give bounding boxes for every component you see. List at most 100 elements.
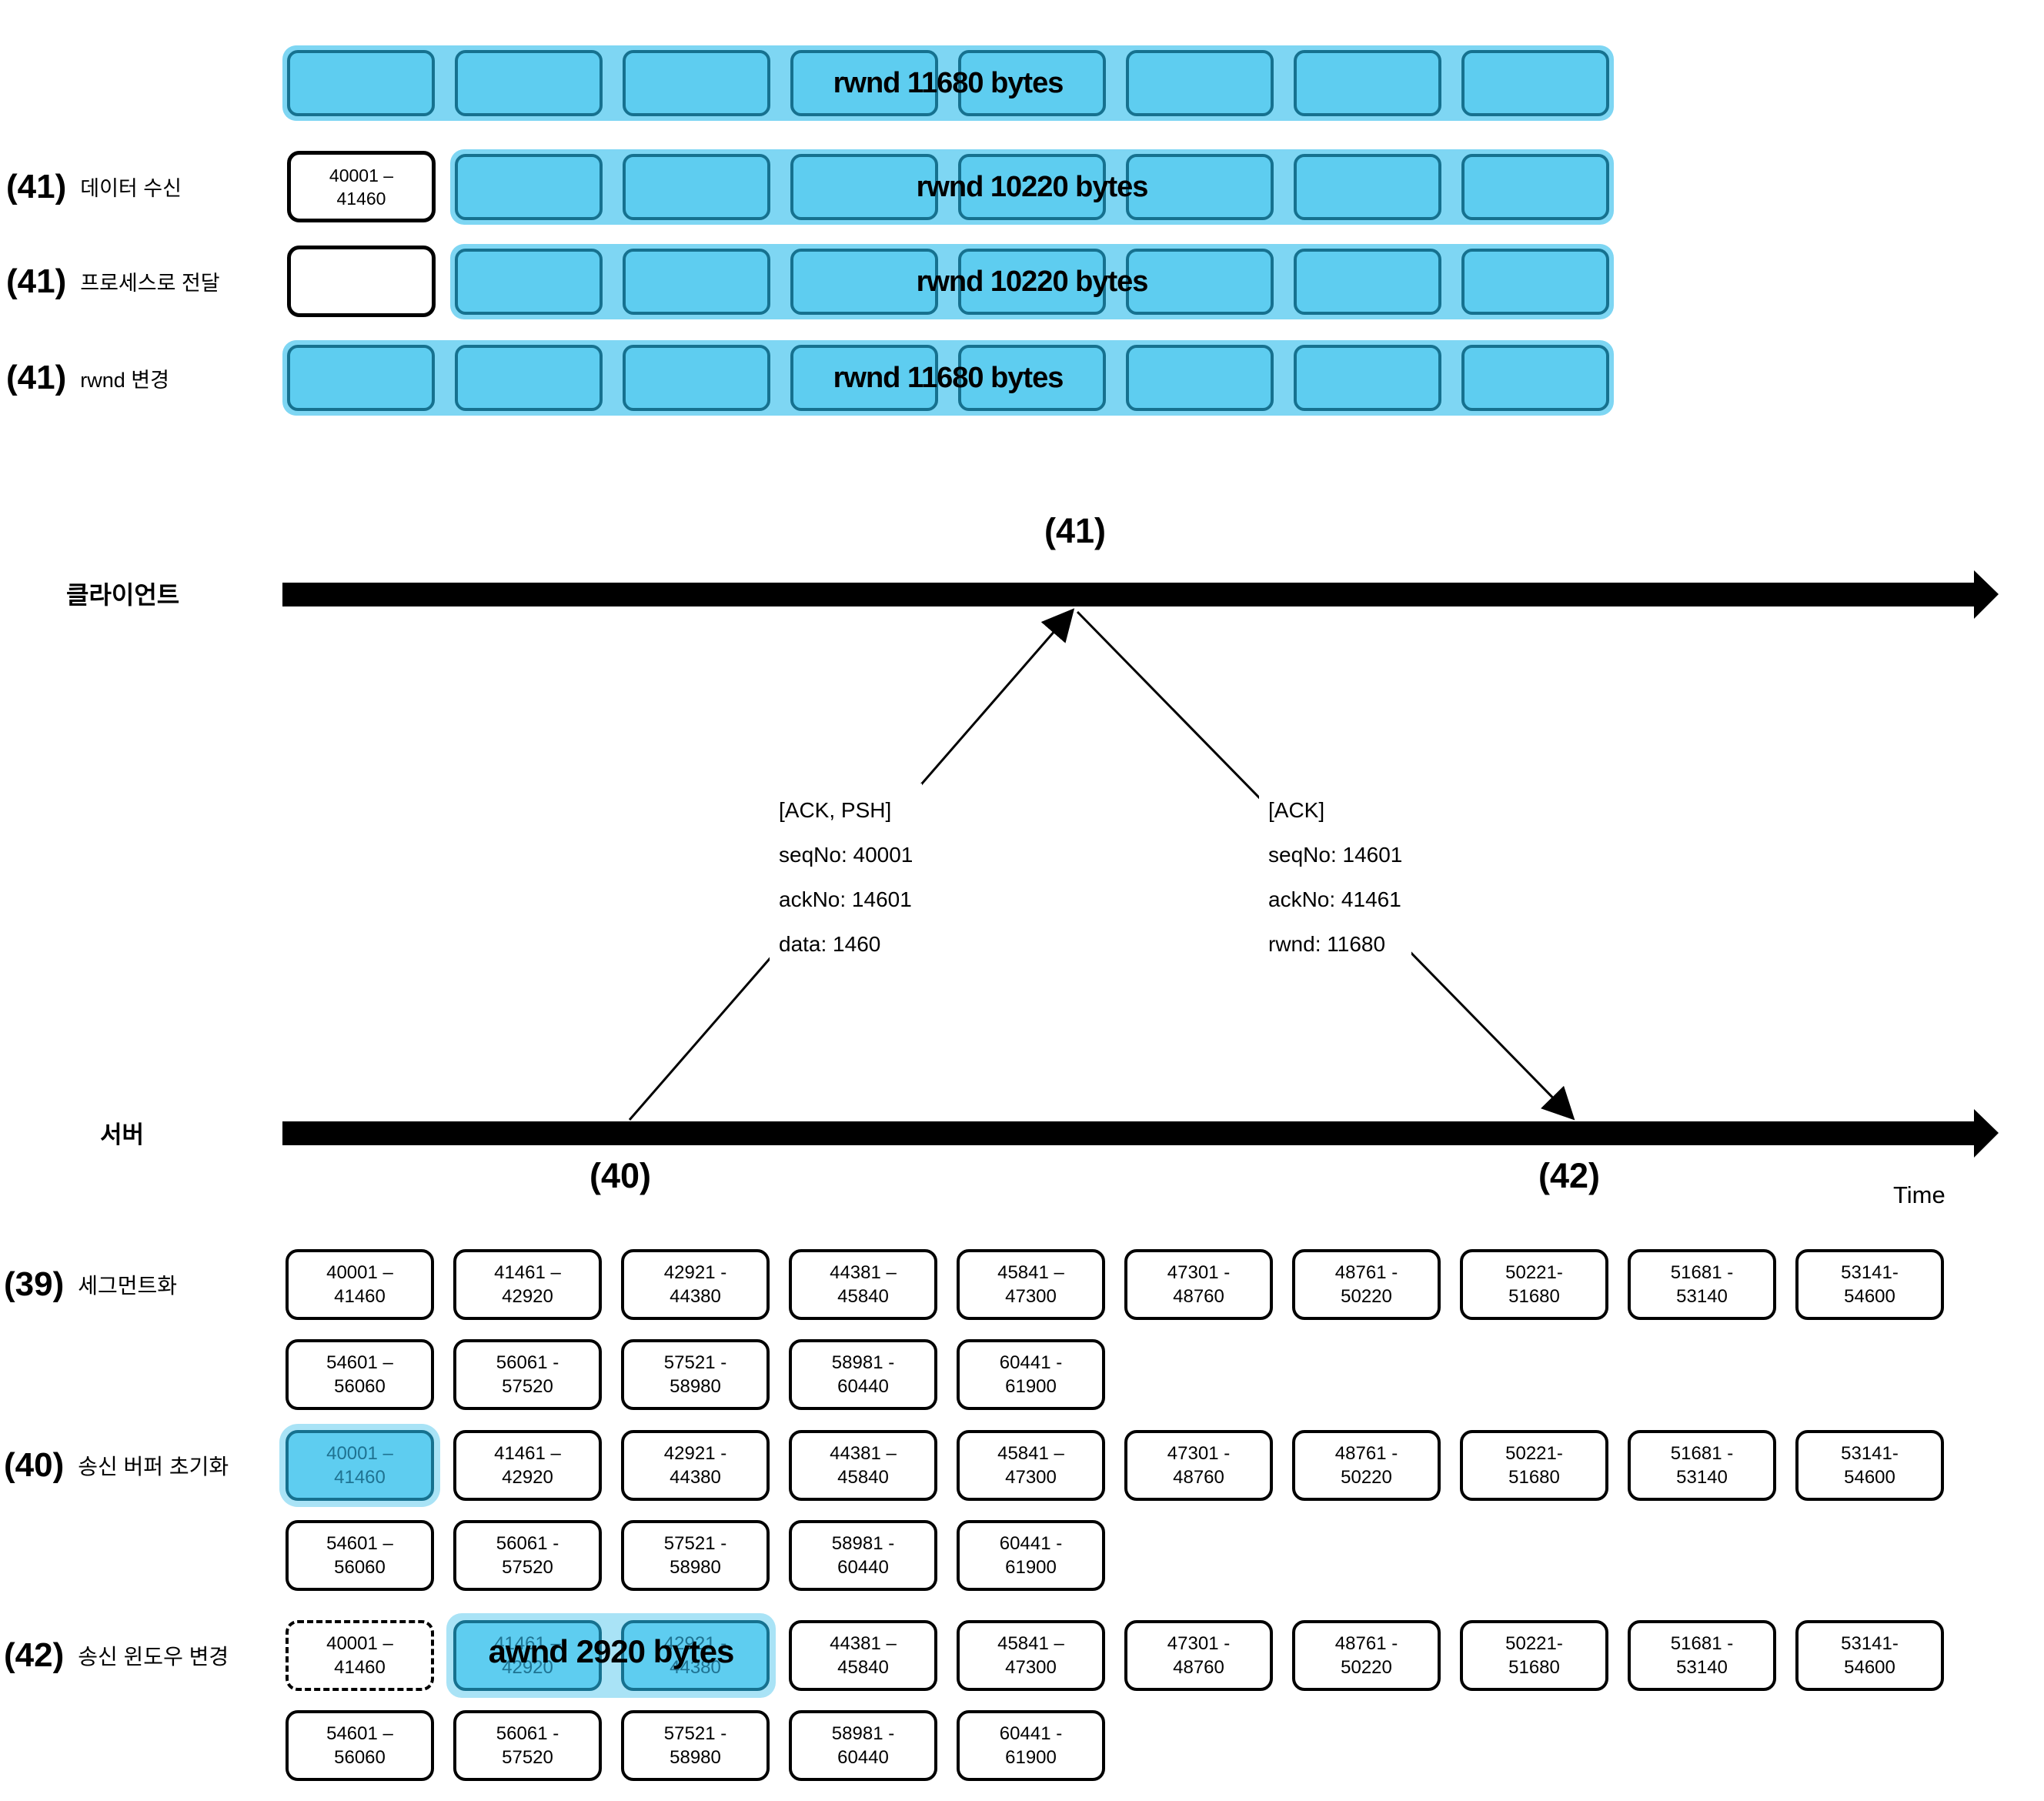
segment-range-top: 48761 - [1334,1443,1398,1464]
segment-range-bottom: 42920 [502,1286,553,1307]
window-cell [1126,345,1274,411]
rwnd-cells [287,345,1609,411]
segment-range-top: 57521 - [663,1533,727,1554]
segment-box: 60441 - 61900 [957,1710,1105,1781]
segment-range-bottom: 50220 [1341,1286,1392,1307]
window-cell [287,345,435,411]
segment-range-top: 40001 – [326,1633,393,1654]
segment-range-bottom: 44380 [670,1467,721,1488]
rwnd-cells [455,154,1609,220]
window-cell [1461,345,1609,411]
segment-box: 45841 – 47300 [957,1430,1105,1501]
step-label: 프로세스로 전달 [80,272,220,295]
segment-range-bottom: 51680 [1508,1467,1560,1488]
step-number: (39) [4,1265,65,1303]
rwnd-cells [455,249,1609,315]
msg-seqno: seqNo: 14601 [1268,843,1403,867]
segment-range-top: 51681 - [1670,1443,1734,1464]
segment-box: 41461 – 42920 [453,1249,602,1320]
segment-box: 45841 – 47300 [957,1249,1105,1320]
segment-range-bottom: 45840 [837,1467,889,1488]
window-cell [790,50,938,116]
segment-range-bottom: 42920 [502,1467,553,1488]
segment-range-top: 50221- [1505,1633,1563,1654]
segment-box: 51681 - 53140 [1628,1620,1776,1691]
rwnd-label-after-deliver: rwnd 10220 bytes [916,265,1149,298]
segment-range-bottom: 45840 [837,1286,889,1307]
segment-range-top: 56061 - [496,1533,559,1554]
segment-range-top: 58981 - [831,1723,895,1744]
row-label-segmentation: (39) 세그먼트화 [4,1249,177,1320]
segment-range-bottom: 60440 [837,1747,889,1768]
msg-seqno: seqNo: 40001 [779,843,913,867]
segment-range-top: 40001 – [326,1262,393,1283]
segment-range-top: 60441 - [999,1723,1063,1744]
window-cell [1294,154,1441,220]
segment-range-bottom: 56060 [334,1376,386,1397]
segment-range-top: 41461 – [494,1633,561,1654]
msg-rwnd: rwnd: 11680 [1268,932,1386,956]
segment-range-bottom: 53140 [1676,1657,1728,1678]
segment-range-top: 47301 - [1167,1443,1231,1464]
segment-box: 44381 – 45840 [789,1620,937,1691]
step-label: 송신 윈도우 변경 [78,1645,229,1669]
server-label: 서버 [100,1121,145,1148]
segment-range-bottom: 50220 [1341,1657,1392,1678]
segment-box: 41461 – 42920 [453,1430,602,1501]
step-number: (40) [4,1446,65,1484]
segment-box: 56061 - 57520 [453,1710,602,1781]
delivered-segment-box-empty [287,246,436,317]
segment-range-top: 60441 - [999,1533,1063,1554]
segment-box: 53141- 54600 [1795,1620,1944,1691]
segment-box: 48761 - 50220 [1292,1430,1441,1501]
segment-box: 44381 – 45840 [789,1430,937,1501]
segment-range-top: 57521 - [663,1723,727,1744]
rwnd-label-changed: rwnd 11680 bytes [833,361,1064,394]
segment-range-top: 53141- [1841,1443,1899,1464]
segment-range-top: 54601 – [326,1533,393,1554]
segment-box: 57521 - 58980 [621,1339,770,1410]
rwnd-band-initial: rwnd 11680 bytes [282,45,1614,121]
segment-box: 42921 - 44380 [621,1430,770,1501]
segment-range-bottom: 42920 [502,1657,553,1678]
segment-range-bottom: 61900 [1005,1557,1057,1578]
segment-box: 51681 - 53140 [1628,1249,1776,1320]
segment-range-bottom: 54600 [1844,1286,1895,1307]
segment-range-top: 44381 – [830,1443,897,1464]
step-number: (41) [6,262,67,300]
segment-range-bottom: 48760 [1173,1657,1224,1678]
segment-range-top: 56061 - [496,1723,559,1744]
segment-range-bottom: 60440 [837,1557,889,1578]
segment-box: 57521 - 58980 [621,1520,770,1591]
rwnd-band-changed: rwnd 11680 bytes [282,340,1614,416]
window-cell [455,249,603,315]
segment-box: 51681 - 53140 [1628,1430,1776,1501]
row-label-rwnd-change: (41) rwnd 변경 [6,340,169,416]
row-label-send-window-change: (42) 송신 윈도우 변경 [4,1620,229,1691]
window-cell [1294,249,1441,315]
msg-data: data: 1460 [779,932,881,956]
step-label: rwnd 변경 [80,368,169,392]
segment-range-bottom: 57520 [502,1376,553,1397]
window-cell [958,345,1106,411]
segment-range-bottom: 48760 [1173,1286,1224,1307]
server-lifeline-arrowhead [1974,1109,1999,1158]
rwnd-label-after-receive: rwnd 10220 bytes [916,170,1149,203]
segment-range-bottom: 51680 [1508,1286,1560,1307]
segment-range-bottom: 41460 [334,1657,386,1678]
segment-range-top: 57521 - [663,1352,727,1373]
window-cell [1294,345,1441,411]
segment-box: 40001 – 41460 [286,1430,434,1501]
segment-range-bottom: 54600 [1844,1467,1895,1488]
segment-box: 42921 - 44380 [621,1249,770,1320]
segment-range-top: 48761 - [1334,1633,1398,1654]
segment-range-bottom: 51680 [1508,1657,1560,1678]
step-number: (41) [6,359,67,396]
window-cell [623,345,770,411]
window-cell [958,154,1106,220]
server-lifeline-bar [282,1121,1974,1145]
window-cell [1461,249,1609,315]
msg-ackno: ackNo: 14601 [779,887,912,911]
segment-range-bottom: 47300 [1005,1657,1057,1678]
segment-range-top: 54601 – [326,1723,393,1744]
